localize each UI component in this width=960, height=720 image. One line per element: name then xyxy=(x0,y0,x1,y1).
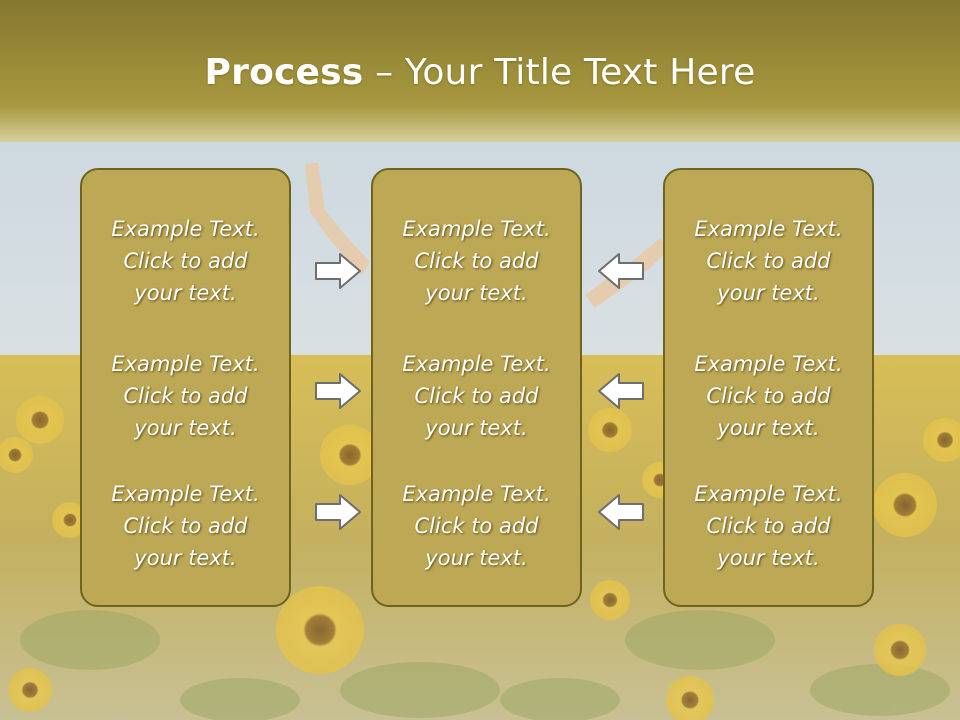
item-line: Example Text. xyxy=(111,482,260,506)
item-line: your text. xyxy=(717,416,820,440)
arrow-right-icon xyxy=(315,373,361,409)
item-line: Click to add xyxy=(706,384,831,408)
item-line: Example Text. xyxy=(694,217,843,241)
left-text-box[interactable]: Example Text. Click to add your text. Ex… xyxy=(80,168,291,607)
item-line: Click to add xyxy=(123,514,248,538)
title-bold: Process xyxy=(204,52,364,93)
item-line: your text. xyxy=(425,281,528,305)
item-line: Click to add xyxy=(414,514,539,538)
item-line: Click to add xyxy=(123,249,248,273)
item-line: your text. xyxy=(717,281,820,305)
item-line: Click to add xyxy=(123,384,248,408)
item-line: Click to add xyxy=(414,384,539,408)
text-item[interactable]: Example Text. Click to add your text. xyxy=(373,213,580,309)
item-line: Example Text. xyxy=(402,352,551,376)
arrow-left-icon xyxy=(598,253,644,289)
arrow-right-icon xyxy=(315,253,361,289)
item-line: Click to add xyxy=(706,249,831,273)
arrow-right-icon xyxy=(315,494,361,530)
item-line: your text. xyxy=(134,546,237,570)
item-line: your text. xyxy=(425,546,528,570)
item-line: Click to add xyxy=(706,514,831,538)
item-line: Example Text. xyxy=(694,482,843,506)
text-item[interactable]: Example Text. Click to add your text. xyxy=(665,213,872,309)
item-line: Example Text. xyxy=(402,217,551,241)
text-item[interactable]: Example Text. Click to add your text. xyxy=(373,478,580,574)
text-item[interactable]: Example Text. Click to add your text. xyxy=(373,348,580,444)
item-line: Example Text. xyxy=(694,352,843,376)
title-rest: – Your Title Text Here xyxy=(363,52,756,93)
arrow-left-icon xyxy=(598,373,644,409)
item-line: Example Text. xyxy=(111,217,260,241)
item-line: your text. xyxy=(425,416,528,440)
item-line: Click to add xyxy=(414,249,539,273)
item-line: your text. xyxy=(134,281,237,305)
text-item[interactable]: Example Text. Click to add your text. xyxy=(82,478,289,574)
item-line: your text. xyxy=(134,416,237,440)
right-text-box[interactable]: Example Text. Click to add your text. Ex… xyxy=(663,168,874,607)
item-line: Example Text. xyxy=(111,352,260,376)
item-line: your text. xyxy=(717,546,820,570)
arrow-left-icon xyxy=(598,494,644,530)
text-item[interactable]: Example Text. Click to add your text. xyxy=(665,478,872,574)
text-item[interactable]: Example Text. Click to add your text. xyxy=(82,348,289,444)
text-item[interactable]: Example Text. Click to add your text. xyxy=(665,348,872,444)
slide-title[interactable]: Process – Your Title Text Here xyxy=(0,52,960,93)
text-item[interactable]: Example Text. Click to add your text. xyxy=(82,213,289,309)
center-text-box[interactable]: Example Text. Click to add your text. Ex… xyxy=(371,168,582,607)
item-line: Example Text. xyxy=(402,482,551,506)
